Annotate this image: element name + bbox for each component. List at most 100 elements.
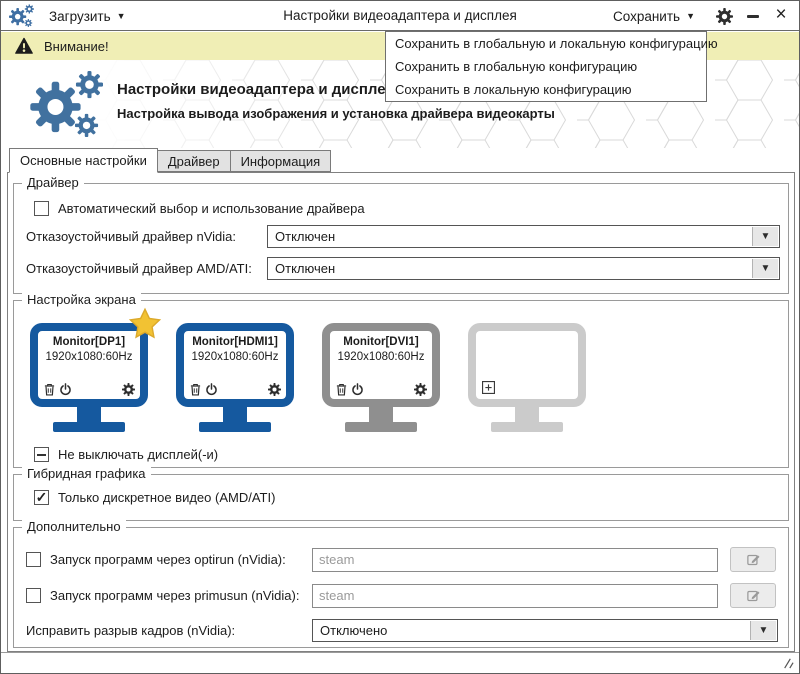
resize-grip[interactable]	[781, 656, 794, 669]
monitor-hdmi1[interactable]: Monitor[HDMI1] 1920x1080:60Hz	[176, 323, 294, 432]
load-button[interactable]: Загрузить ▼	[49, 1, 126, 31]
group-screen-settings: Настройка экрана Monitor[DP1] 1920x1080:…	[13, 292, 789, 468]
menu-item-save-global[interactable]: Сохранить в глобальную конфигурацию	[395, 59, 638, 74]
primusun-edit-button[interactable]	[730, 583, 776, 608]
primary-star-icon	[128, 307, 162, 341]
monitor-name: Monitor[DVI1]	[343, 336, 419, 348]
tab-page-frame: Драйвер Автоматический выбор и использов…	[7, 172, 795, 652]
monitor-base	[345, 422, 417, 432]
optirun-checkbox[interactable]	[26, 552, 41, 567]
chevron-down-icon: ▼	[760, 262, 771, 274]
warning-triangle-icon	[14, 37, 34, 55]
page-title: Настройки видеоадаптера и дисплея	[117, 81, 395, 98]
pencil-icon	[746, 552, 761, 567]
monitor-stand	[77, 407, 101, 422]
discrete-video-checkbox[interactable]: ✓	[34, 490, 49, 505]
group-hybrid-graphics: Гибридная графика ✓ Только дискретное ви…	[13, 466, 789, 521]
group-screen-title: Настройка экрана	[22, 292, 141, 307]
keep-display-on-checkbox[interactable]	[34, 447, 49, 462]
nvidia-failsafe-label: Отказоустойчивый драйвер nVidia:	[26, 229, 236, 244]
menu-item-save-local[interactable]: Сохранить в локальную конфигурацию	[395, 82, 632, 97]
load-button-label: Загрузить	[49, 8, 111, 24]
monitor-add-slot[interactable]	[468, 323, 586, 432]
save-dropdown-menu: Сохранить в глобальную и локальную конфи…	[385, 31, 718, 102]
power-icon[interactable]	[59, 383, 72, 396]
nvidia-failsafe-value: Отключен	[275, 229, 336, 244]
tearing-fix-select[interactable]: Отключено ▼	[312, 619, 778, 642]
monitor-resolution: 1920x1080:60Hz	[337, 351, 425, 363]
amd-failsafe-value: Отключен	[275, 261, 336, 276]
window-title: Настройки видеоадаптера и дисплея	[283, 8, 517, 23]
discrete-video-label: Только дискретное видео (AMD/ATI)	[58, 490, 276, 505]
close-button[interactable]: ×	[775, 4, 787, 25]
group-hybrid-title: Гибридная графика	[22, 466, 151, 481]
combo-arrow-button[interactable]: ▼	[752, 259, 778, 278]
top-toolbar: Загрузить ▼ Настройки видеоадаптера и ди…	[1, 1, 799, 31]
power-icon[interactable]	[205, 383, 218, 396]
trash-icon[interactable]	[189, 383, 202, 396]
monitor-dp1[interactable]: Monitor[DP1] 1920x1080:60Hz	[30, 323, 148, 432]
monitor-resolution: 1920x1080:60Hz	[191, 351, 279, 363]
chevron-down-icon: ▼	[686, 10, 695, 21]
gear-icon[interactable]	[268, 383, 281, 396]
monitor-row: Monitor[DP1] 1920x1080:60Hz Monitor[HDMI…	[22, 301, 780, 432]
monitor-dvi1[interactable]: Monitor[DVI1] 1920x1080:60Hz	[322, 323, 440, 432]
app-logo-gears-icon	[29, 71, 113, 139]
group-additional-title: Дополнительно	[22, 519, 126, 534]
chevron-down-icon: ▼	[760, 230, 771, 242]
tearing-fix-label: Исправить разрыв кадров (nVidia):	[26, 623, 236, 638]
primusun-label: Запуск программ через primusun (nVidia):	[50, 588, 300, 603]
minimize-icon	[747, 15, 759, 18]
chevron-down-icon: ▼	[758, 624, 769, 636]
status-bar	[1, 652, 799, 673]
monitor-base	[53, 422, 125, 432]
monitor-stand	[369, 407, 393, 422]
indeterminate-mark	[37, 453, 46, 456]
optirun-edit-button[interactable]	[730, 547, 776, 572]
monitor-name: Monitor[HDMI1]	[192, 336, 278, 348]
monitor-stand	[515, 407, 539, 422]
auto-driver-checkbox[interactable]	[34, 201, 49, 216]
power-icon[interactable]	[351, 383, 364, 396]
minimize-button[interactable]	[745, 7, 761, 25]
amd-failsafe-select[interactable]: Отключен ▼	[267, 257, 780, 280]
add-monitor-plus-icon[interactable]	[481, 380, 496, 395]
tab-information[interactable]: Информация	[229, 150, 332, 172]
page-subtitle: Настройка вывода изображения и установка…	[117, 106, 555, 121]
group-driver-title: Драйвер	[22, 175, 84, 190]
gear-icon[interactable]	[414, 383, 427, 396]
tab-main-settings[interactable]: Основные настройки	[9, 148, 158, 173]
monitor-screen: Monitor[HDMI1] 1920x1080:60Hz	[176, 323, 294, 407]
combo-arrow-button[interactable]: ▼	[752, 227, 778, 246]
tab-driver[interactable]: Драйвер	[156, 150, 231, 172]
group-driver: Драйвер Автоматический выбор и использов…	[13, 175, 789, 294]
monitor-stand	[223, 407, 247, 422]
group-additional: Дополнительно Запуск программ через opti…	[13, 519, 789, 648]
monitor-screen: Monitor[DP1] 1920x1080:60Hz	[30, 323, 148, 407]
settings-gear-button[interactable]	[716, 8, 733, 25]
monitor-screen: Monitor[DVI1] 1920x1080:60Hz	[322, 323, 440, 407]
keep-display-on-label: Не выключать дисплей(-и)	[58, 447, 219, 462]
save-button[interactable]: Сохранить ▼	[613, 1, 695, 31]
tab-bar: Основные настройки Драйвер Информация	[9, 148, 332, 173]
trash-icon[interactable]	[335, 383, 348, 396]
monitor-base	[199, 422, 271, 432]
trash-icon[interactable]	[43, 383, 56, 396]
monitor-name: Monitor[DP1]	[52, 336, 126, 348]
chevron-down-icon: ▼	[116, 10, 126, 21]
check-icon: ✓	[35, 488, 48, 505]
nvidia-failsafe-select[interactable]: Отключен ▼	[267, 225, 780, 248]
primusun-command-input[interactable]	[312, 583, 718, 608]
menu-item-save-global-and-local[interactable]: Сохранить в глобальную и локальную конфи…	[395, 36, 718, 51]
optirun-label: Запуск программ через optirun (nVidia):	[50, 552, 286, 567]
optirun-command-input[interactable]	[312, 547, 718, 572]
primusun-checkbox[interactable]	[26, 588, 41, 603]
monitor-resolution: 1920x1080:60Hz	[45, 351, 133, 363]
pencil-icon	[746, 588, 761, 603]
combo-arrow-button[interactable]: ▼	[750, 621, 776, 640]
auto-driver-label: Автоматический выбор и использование дра…	[58, 201, 365, 216]
warning-text: Внимание!	[44, 38, 109, 54]
gear-icon[interactable]	[122, 383, 135, 396]
monitor-screen	[468, 323, 586, 407]
